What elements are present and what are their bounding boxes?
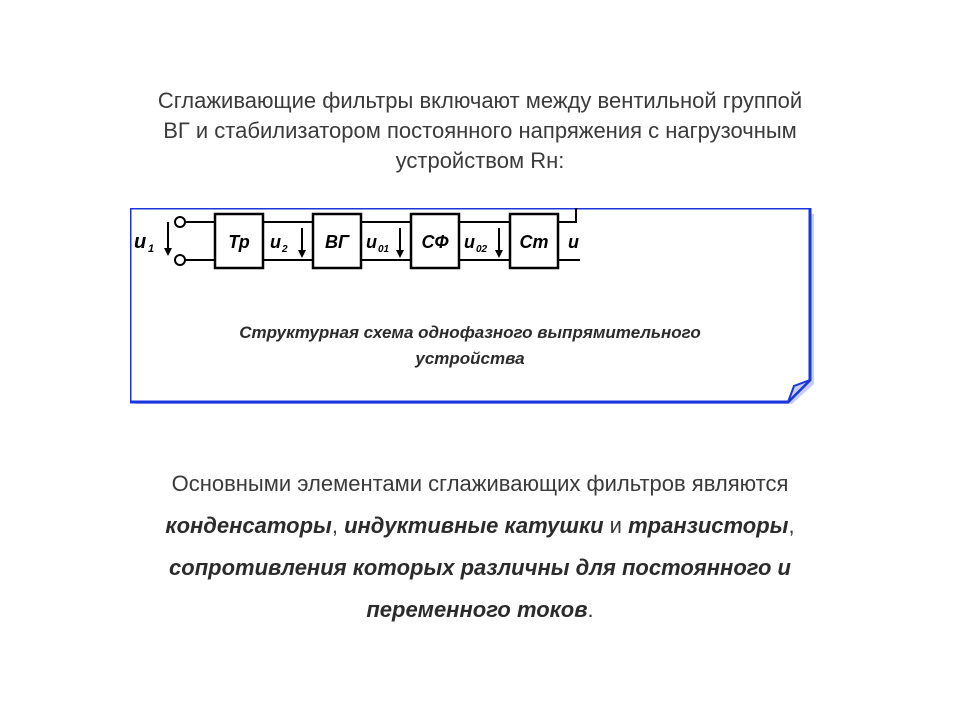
block-diagram: u 1 Тр ВГ СФ Ст u 2 u 01 u 02 u Н bbox=[134, 208, 580, 270]
block-st bbox=[508, 212, 560, 270]
voltage-u01-label: u bbox=[366, 232, 377, 252]
elements-line-1: Основными элементами сглаживающих фильтр… bbox=[171, 471, 789, 496]
block-sf bbox=[409, 212, 461, 270]
block-tr-label: Тр bbox=[228, 232, 250, 252]
trailing-period: . bbox=[587, 597, 594, 622]
callout-frame bbox=[130, 208, 814, 404]
term-transistors: транзисторы bbox=[628, 513, 789, 538]
block-tr bbox=[213, 212, 265, 270]
input-voltage-sub: 1 bbox=[148, 243, 154, 255]
voltage-un-label: u bbox=[568, 232, 579, 252]
block-sf-label: СФ bbox=[421, 232, 448, 252]
elements-line-4: переменного токов. bbox=[60, 589, 900, 631]
voltage-u2-label: u bbox=[270, 232, 281, 252]
term-capacitors: конденсаторы bbox=[165, 513, 332, 538]
block-vg-label: ВГ bbox=[325, 232, 350, 252]
intro-line-3: устройством Rн: bbox=[395, 148, 565, 173]
elements-text: Основными элементами сглаживающих фильтр… bbox=[60, 463, 900, 631]
block-st-label: Ст bbox=[519, 232, 548, 252]
term-currents: переменного токов bbox=[366, 597, 588, 622]
intro-line-2: ВГ и стабилизатором постоянного напряжен… bbox=[163, 118, 797, 143]
caption-line-1: Структурная схема однофазного выпрямител… bbox=[239, 323, 701, 342]
page-curl bbox=[787, 379, 811, 403]
trailing-comma: , bbox=[788, 513, 795, 538]
caption-line-2: устройства bbox=[415, 349, 525, 368]
input-terminal-bottom bbox=[174, 254, 186, 266]
voltage-u01-sub: 01 bbox=[378, 244, 390, 255]
voltage-u02-label: u bbox=[464, 232, 475, 252]
term-inductors: индуктивные катушки bbox=[344, 513, 604, 538]
voltage-u2-sub: 2 bbox=[281, 244, 288, 255]
intro-text: Сглаживающие фильтры включают между вент… bbox=[60, 86, 900, 176]
elements-line-2: конденсаторы, индуктивные катушки и тран… bbox=[60, 505, 900, 547]
separator-comma: , bbox=[331, 513, 345, 538]
voltage-u02-sub: 02 bbox=[476, 244, 488, 255]
block-vg bbox=[311, 212, 363, 270]
diagram-caption: Структурная схема однофазного выпрямител… bbox=[150, 320, 790, 372]
input-voltage-label: u bbox=[134, 231, 146, 253]
diagram-callout: u 1 Тр ВГ СФ Ст u 2 u 01 u 02 u Н Структ… bbox=[130, 208, 820, 408]
elements-line-3: сопротивления которых различны для посто… bbox=[169, 555, 791, 580]
input-terminal-top bbox=[174, 216, 186, 228]
separator-and: и bbox=[603, 513, 629, 538]
intro-line-1: Сглаживающие фильтры включают между вент… bbox=[157, 88, 803, 113]
